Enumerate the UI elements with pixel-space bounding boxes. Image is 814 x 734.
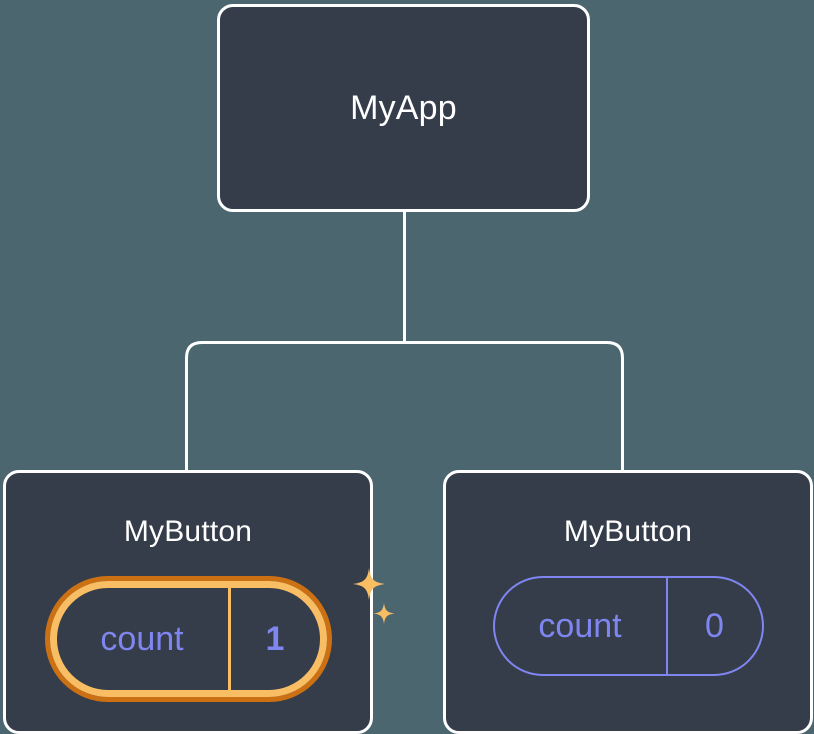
connector-bracket [185, 341, 624, 470]
sparkle-large-icon [352, 568, 385, 600]
state-pill-wrapper-right: count 0 [492, 576, 764, 676]
state-pill-highlighted[interactable]: count 1 [44, 576, 332, 702]
state-pill-plain[interactable]: count 0 [492, 576, 764, 676]
component-node-myapp[interactable]: MyApp [217, 4, 590, 212]
component-node-title: MyApp [350, 89, 457, 127]
state-key-label: count [538, 607, 622, 645]
component-node-title: MyButton [123, 515, 253, 548]
state-value-cell: 0 [668, 578, 762, 674]
state-key-cell: count [57, 588, 231, 690]
component-node-mybutton-right[interactable]: MyButton count 0 [443, 470, 813, 734]
state-pill-inner: count 1 [49, 581, 327, 697]
state-key-label: count [100, 620, 184, 658]
state-pill-wrapper-left: count 1 [44, 568, 394, 702]
sparkle-small-icon [373, 603, 394, 624]
state-value-label: 1 [265, 620, 285, 658]
component-node-title: MyButton [563, 515, 693, 548]
state-value-label: 0 [705, 607, 724, 645]
state-key-cell: count [495, 578, 668, 674]
component-node-mybutton-left[interactable]: MyButton count 1 [3, 470, 394, 734]
sparkles-group [352, 568, 394, 624]
state-value-cell: 1 [231, 588, 320, 690]
